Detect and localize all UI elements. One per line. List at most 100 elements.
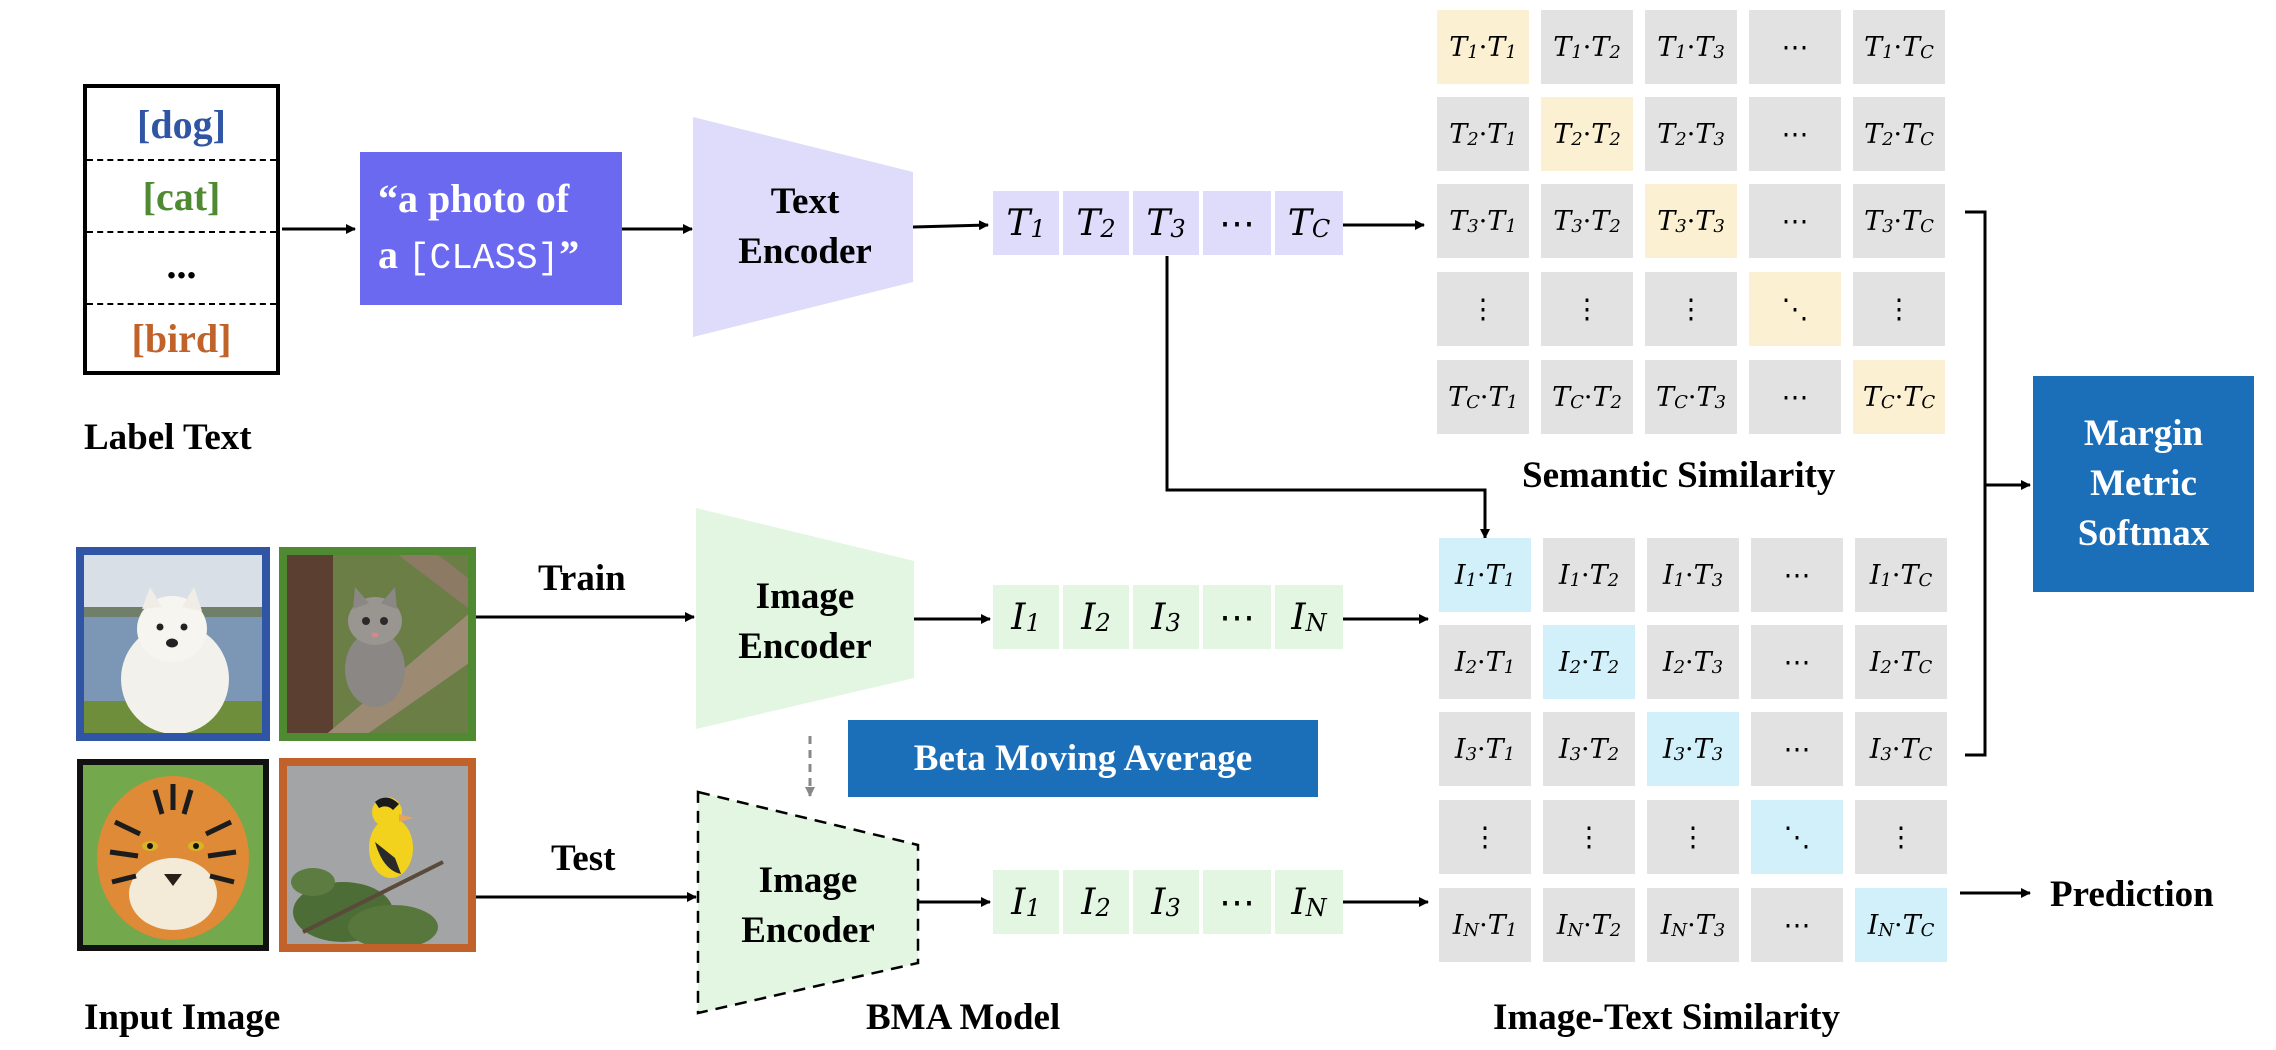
image-text-cell: ⋮	[1647, 800, 1739, 874]
prompt-class-placeholder: [CLASS]	[408, 237, 560, 279]
bma-encoder-line1: Image	[758, 860, 858, 901]
image-text-cell: ⋮	[1855, 800, 1947, 874]
divider	[87, 231, 276, 233]
text-encoder-line2: Encoder	[738, 231, 872, 272]
semantic-cell: ⋮	[1541, 272, 1633, 346]
cat-photo	[279, 547, 476, 741]
image-encoder: Image Encoder	[700, 572, 910, 672]
semantic-similarity-caption: Semantic Similarity	[1522, 455, 1836, 496]
image-text-cell: ⋯	[1751, 625, 1843, 699]
image-text-similarity-caption: Image-Text Similarity	[1493, 997, 1841, 1038]
image-text-cell: ⋮	[1543, 800, 1635, 874]
prompt-line1: “a photo of	[378, 175, 570, 221]
label-text-table: [dog] [cat] ... [bird]	[83, 84, 280, 375]
bma-image-encoder: Image Encoder	[702, 856, 914, 956]
t3-connector-line	[1165, 256, 1490, 539]
loss-bracket	[1965, 210, 1987, 757]
bma-image-encoder-shape	[696, 790, 920, 1015]
semantic-cell: ⋱	[1749, 272, 1841, 346]
divider	[87, 159, 276, 161]
input-image-caption: Input Image	[84, 997, 281, 1038]
image-token-ellipsis: ⋯	[1203, 585, 1271, 649]
tiger-photo	[77, 759, 269, 951]
label-cat: [cat]	[142, 173, 221, 219]
margin-line1: Margin	[2083, 413, 2204, 454]
divider	[87, 303, 276, 305]
image-text-cell: ⋯	[1751, 712, 1843, 786]
image-encoder-shape	[696, 508, 914, 729]
semantic-cell: ⋯	[1749, 184, 1841, 258]
text-token-ellipsis: ⋯	[1203, 191, 1271, 255]
semantic-cell: ⋮	[1853, 272, 1945, 346]
bird-photo	[279, 758, 476, 952]
label-dog: [dog]	[137, 101, 226, 147]
margin-line2: Metric	[2090, 463, 2197, 504]
semantic-cell: ⋮	[1645, 272, 1737, 346]
label-text-caption: Label Text	[84, 417, 252, 458]
image-encoder-line2: Encoder	[738, 626, 872, 667]
prompt-line2-suffix: ”	[559, 231, 580, 277]
semantic-cell: ⋮	[1437, 272, 1529, 346]
test-label: Test	[551, 838, 616, 879]
text-encoder: Text Encoder	[700, 177, 910, 277]
train-label: Train	[538, 558, 626, 599]
bma-model-caption: BMA Model	[866, 997, 1061, 1038]
image-text-cell: ⋯	[1751, 538, 1843, 612]
dog-photo	[76, 547, 270, 741]
image-text-cell: ⋮	[1439, 800, 1531, 874]
semantic-cell: ⋯	[1749, 97, 1841, 171]
text-encoder-line1: Text	[770, 181, 840, 222]
label-ellipsis: ...	[166, 241, 197, 287]
prediction-label: Prediction	[2050, 874, 2214, 915]
image-text-cell: ⋱	[1751, 800, 1843, 874]
text-encoder-shape	[693, 117, 913, 337]
beta-moving-average-box: Beta Moving Average	[848, 720, 1318, 797]
image-encoder-line1: Image	[755, 576, 855, 617]
margin-line3: Softmax	[2077, 513, 2210, 554]
semantic-cell: ⋯	[1749, 360, 1841, 434]
label-bird: [bird]	[131, 315, 232, 361]
bma-image-token-ellipsis: ⋯	[1203, 870, 1271, 934]
bma-encoder-line2: Encoder	[741, 910, 875, 951]
arrow-encoder-to-tokens	[912, 220, 989, 231]
